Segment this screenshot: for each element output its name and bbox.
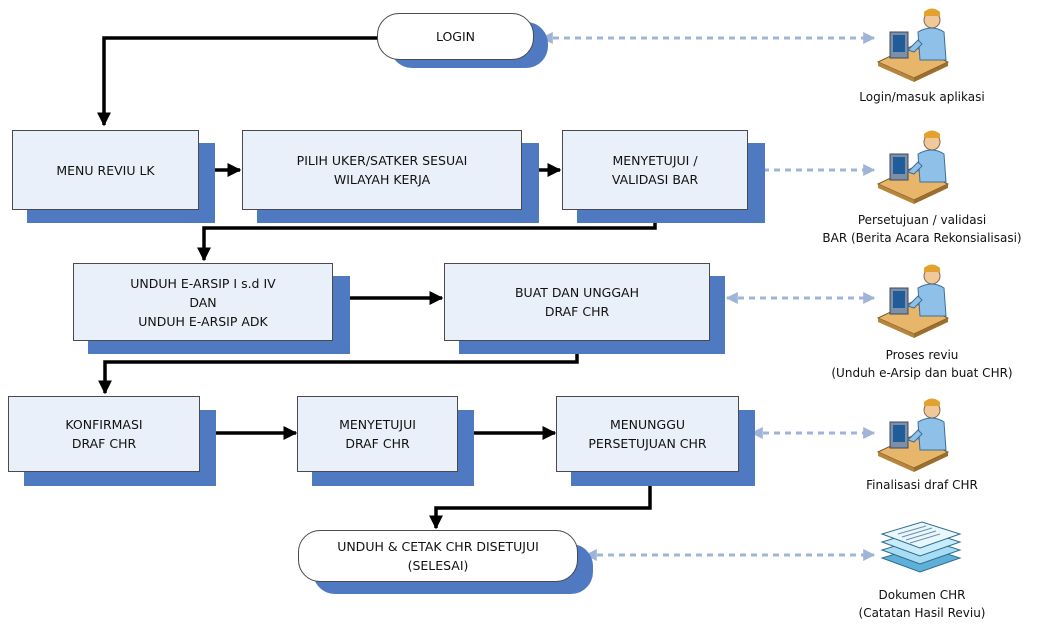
node-menunggu-persetujuan: MENUNGGU PERSETUJUAN CHR [556,396,739,472]
node-menyetujui-line-1: MENYETUJUI [339,417,416,432]
label-proses-line-2: (Unduh e-Arsip dan buat CHR) [831,366,1013,380]
label-persetujuan: Persetujuan / validasi BAR (Berita Acara… [812,211,1032,247]
node-unduh-line-1: UNDUH E-ARSIP I s.d IV [130,275,276,291]
label-proses: Proses reviu (Unduh e-Arsip dan buat CHR… [812,346,1032,382]
node-buat-line-2: DRAF CHR [544,304,610,319]
node-menunggu-line-1: MENUNGGU [609,417,686,432]
node-selesai-line-2: (SELESAI) [407,558,469,573]
label-login: Login/masuk aplikasi [812,88,1032,106]
arrow-login-to-menu [97,36,378,127]
node-unduh-line-2: DAN [189,294,217,310]
node-menu-text: MENU REVIU LK [56,162,155,178]
node-login-text: LOGIN [435,29,476,44]
node-unduh-e-arsip: UNDUH E-ARSIP I s.d IV DAN UNDUH E-ARSIP… [73,263,333,341]
label-persetujuan-line-1: Persetujuan / validasi [857,213,987,227]
documents-stack-icon [880,521,962,573]
node-login: LOGIN [377,13,534,60]
label-finalisasi: Finalisasi draf CHR [812,476,1032,494]
node-menyetujui-draf: MENYETUJUI DRAF CHR [297,396,458,472]
label-persetujuan-line-2: BAR (Berita Acara Rekonsialisasi) [822,231,1022,245]
node-konfirmasi-line-2: DRAF CHR [71,436,137,451]
node-menyetujui-line-2: DRAF CHR [345,436,410,451]
node-menu-reviu-lk: MENU REVIU LK [12,130,199,210]
user-at-computer-icon [876,130,950,204]
label-dokumen-line-2: (Catatan Hasil Reviu) [858,606,986,620]
arrow-menunggu-to-selesai [429,470,652,530]
node-pilih-line-2: WILAYAH KERJA [333,172,431,187]
label-finalisasi-line-1: Finalisasi draf CHR [866,478,978,492]
user-at-computer-icon [876,264,950,338]
user-at-computer-icon [876,398,950,472]
label-dokumen-line-1: Dokumen CHR [878,588,966,602]
node-konfirmasi-draf: KONFIRMASI DRAF CHR [8,396,200,472]
node-validasi-line-1: MENYETUJUI / [612,153,698,168]
node-buat-line-1: BUAT DAN UNGGAH [514,285,640,300]
label-dokumen: Dokumen CHR (Catatan Hasil Reviu) [812,586,1032,622]
node-menyetujui-validasi-bar: MENYETUJUI / VALIDASI BAR [562,130,748,210]
node-pilih-line-1: PILIH UKER/SATKER SESUAI [296,153,468,168]
label-login-line-1: Login/masuk aplikasi [859,90,985,104]
user-at-computer-icon [876,8,950,82]
node-unduh-line-3: UNDUH E-ARSIP ADK [138,313,268,329]
node-menunggu-line-2: PERSETUJUAN CHR [588,436,707,451]
node-konfirmasi-line-1: KONFIRMASI [65,417,143,432]
label-proses-line-1: Proses reviu [885,348,959,362]
node-buat-dan-unggah: BUAT DAN UNGGAH DRAF CHR [444,263,710,341]
node-validasi-line-2: VALIDASI BAR [611,172,699,187]
node-unduh-cetak-selesai: UNDUH & CETAK CHR DISETUJUI (SELESAI) [298,530,578,582]
node-pilih-uker: PILIH UKER/SATKER SESUAI WILAYAH KERJA [242,130,522,210]
node-selesai-line-1: UNDUH & CETAK CHR DISETUJUI [337,539,539,554]
